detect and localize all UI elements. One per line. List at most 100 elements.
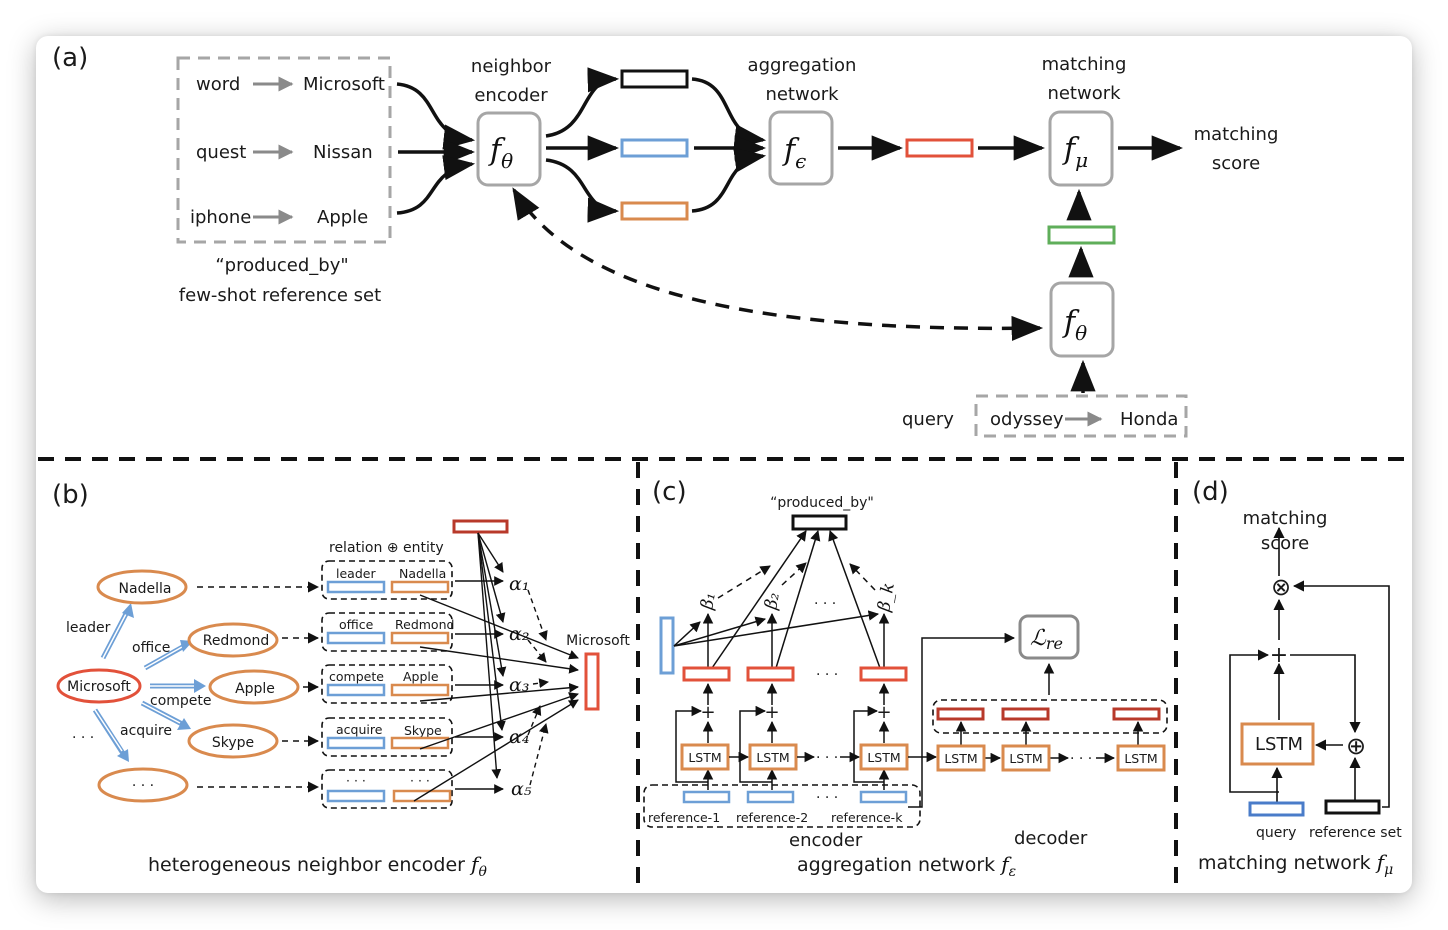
ellipsis: · · · [816,790,838,806]
output-entity-label: Microsoft [566,633,630,649]
entity-embedding [390,736,450,750]
attention-query-vector [452,519,509,534]
relation-text: · · · [346,773,366,788]
matching-network-label: network [1047,83,1121,104]
matching-lstm: LSTM [1240,722,1315,766]
decoder-output [1112,707,1161,721]
entity-embedding [390,631,450,645]
panel-c-label: (c) [652,477,687,507]
neighbor-encoder-box [476,111,542,187]
concat-group: office Redmond [321,612,454,652]
aggregation-label: aggregation [748,55,857,76]
neighbor-node [97,767,189,803]
relation-text: acquire [336,722,383,737]
matching-score-label: score [1212,153,1260,174]
neighbor-entity-label: Nadella [119,581,172,597]
neighbor-node [208,669,300,705]
relation-embedding [326,683,386,697]
neighbor-node [96,569,188,605]
query-label: query [1256,825,1296,841]
relation-text: compete [329,669,384,684]
svg-text:LSTM: LSTM [688,750,721,765]
query-embedding-green [1047,225,1116,245]
relation-embedding [326,789,386,803]
reference-pair: quest Nissan [196,142,373,163]
attention-arrows [413,532,579,802]
panel-c-caption: aggregation network fε [797,852,1016,880]
ellipsis: · · · [816,750,838,766]
svg-text:LSTM: LSTM [944,751,977,766]
output-entity-embedding [584,652,600,711]
matching-score-label: score [1261,533,1309,554]
panel-b: (b) leader office compete acquire · · [52,480,630,880]
reference-head: iphone [190,207,251,228]
svg-text:LSTM: LSTM [1009,751,1042,766]
concat-label: relation ⊕ entity [329,540,444,556]
ellipsis: · · · [1070,751,1092,767]
entity-text: Nadella [399,566,446,581]
relation-text: leader [336,566,376,581]
panel-a-label: (a) [52,43,88,73]
plus-operator: + [700,702,715,723]
reference-label: reference-1 [648,810,720,825]
encoder-hidden-state [682,666,731,682]
query-pair-box [974,394,1188,438]
panel-d-label: (d) [1192,477,1229,507]
encoder-arrow [545,67,620,138]
entity-embedding [390,683,450,697]
encoder-lstm: LSTM [680,743,730,771]
neighbor-entity-label: Redmond [203,633,270,649]
panel-d-caption: matching network fμ [1198,850,1393,878]
input-arrow [396,82,476,150]
panel-b-caption: heterogeneous neighbor encoder fθ [148,852,487,880]
neighbor-entity-label: Apple [235,681,275,697]
matching-network-box [1048,110,1114,187]
encoder-hidden-state [746,666,795,682]
svg-text:LSTM: LSTM [756,750,789,765]
neighbor-encoder-label: encoder [474,85,548,106]
reference-set-box [176,56,392,244]
ellipsis: · · · [816,667,838,683]
reference-label: reference-k [831,810,903,825]
neighbor-node [187,622,279,658]
ellipsis: · · · [814,596,836,612]
beta-weight: β₁ [697,591,720,612]
relation-label: office [132,640,170,656]
reference-label: reference-2 [736,810,808,825]
query-vector-blue [659,616,675,675]
entity-text: Apple [403,669,439,684]
decoder-label: decoder [1014,828,1088,849]
panel-a: (a) word Microsoft quest Nissan iphone A… [52,43,1278,438]
reference-embedding [859,790,908,804]
encoder-arrow [545,158,620,223]
encoder-to-loss-arrow [908,632,1016,808]
entity-embedding [390,580,450,594]
relation-label: acquire [120,723,172,739]
reference-set-embedding [1324,799,1381,815]
attention-weight: α₅ [511,778,532,800]
neighbor-node [187,723,279,759]
center-entity-label: Microsoft [67,679,131,695]
center-entity-node [56,668,142,704]
query-label: query [902,409,954,430]
reference-embedding [746,790,795,804]
aggregation-label: network [765,84,839,105]
panel-d: (d) matching score ⊗ + ⊕ LSTM query refe… [1192,477,1402,878]
query-encoder-box [1049,281,1115,358]
panel-b-label: (b) [52,480,89,510]
attention-weight: α₃ [509,674,529,696]
reference-pair: iphone Apple [190,207,368,228]
decoder-output [936,707,985,721]
query-embedding [1248,801,1305,817]
query-head: odyssey [990,409,1064,430]
ellipsis: · · · [72,730,94,746]
embedding-blue [620,138,689,158]
neighbor-entity-label: Skype [212,735,254,751]
panel-c: (c) “produced_by" β₁ β₂ · · · β_k · · · [643,477,1168,880]
svg-text:LSTM: LSTM [1124,751,1157,766]
plus-operator: + [876,702,891,723]
reference-embedding-red [905,138,974,158]
reference-tail: Apple [317,207,368,228]
reference-head: word [196,74,240,95]
aggregation-input-arrow [691,77,767,150]
